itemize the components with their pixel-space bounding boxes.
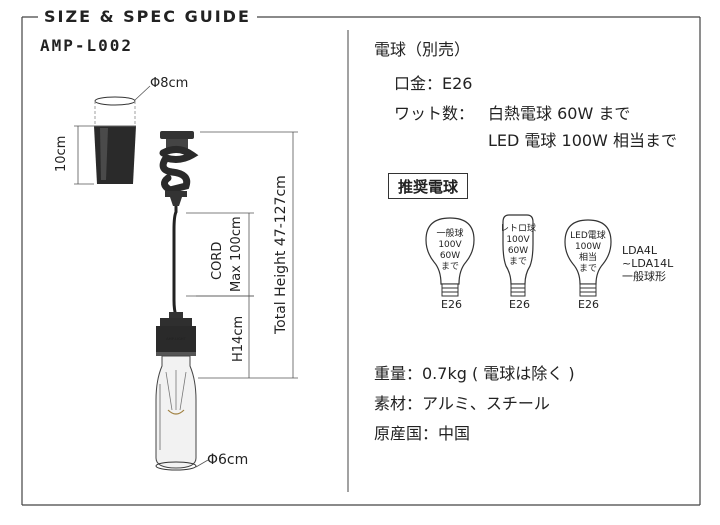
page-title: SIZE & SPEC GUIDE — [38, 7, 257, 26]
shade-height-dim — [74, 125, 94, 185]
shade-diameter-label: Φ8cm — [150, 76, 189, 91]
origin-spec: 原産国：中国 — [374, 424, 471, 443]
watt-line2: LED 電球 100W 相当まで — [488, 131, 677, 150]
standard-bulb-base: E26 — [441, 298, 462, 311]
total-height-dim — [200, 131, 298, 379]
recommended-bulb-label: 推奨電球 — [388, 173, 468, 199]
bulb-heading: 電球（別売） — [374, 40, 471, 59]
base-spec: 口金：E26 — [394, 74, 473, 93]
edison-bulb — [155, 355, 197, 469]
weight-spec: 重量：0.7kg ( 電球は除く ) — [374, 364, 575, 383]
watt-label: ワット数： — [394, 104, 475, 123]
ceiling-hook — [159, 131, 199, 206]
retro-bulb-icon — [502, 214, 534, 297]
bottom-diameter-label: Φ6cm — [207, 452, 249, 468]
model-number: AMP-L002 — [40, 36, 134, 55]
watt-line1: 白熱電球 60W まで — [488, 104, 631, 123]
retro-bulb-base: E26 — [509, 298, 530, 311]
svg-text:AMP-LIGHT: AMP-LIGHT — [166, 337, 186, 341]
led-bulb-icon — [564, 219, 612, 297]
socket: AMP-LIGHT — [156, 312, 196, 356]
material-spec: 素材：アルミ、スチール — [374, 394, 550, 413]
led-bulb-base: E26 — [578, 298, 599, 311]
shade-cup — [94, 96, 136, 184]
cord — [172, 206, 178, 317]
socket-height-dim — [196, 295, 254, 379]
standard-bulb-icon — [425, 217, 475, 297]
